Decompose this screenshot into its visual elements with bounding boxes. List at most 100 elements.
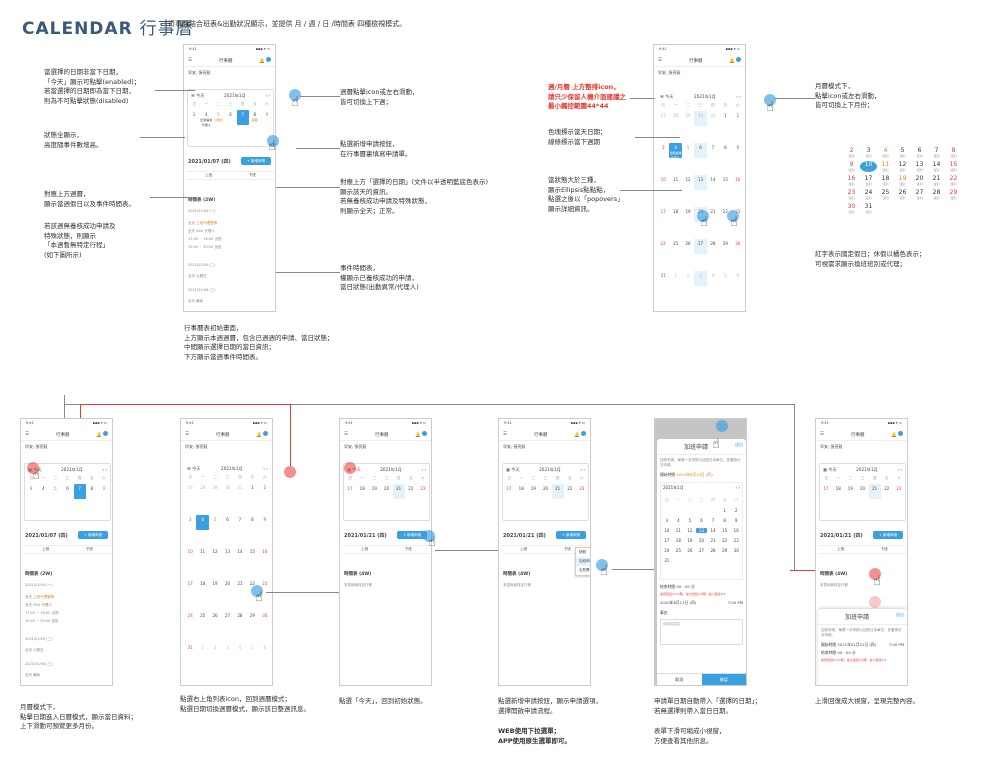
week-nav-arrows[interactable]: ‹ ›: [897, 467, 902, 472]
menu-icon[interactable]: ☰: [503, 432, 508, 437]
annotation-holiday-colors: 紅字表示國定假日；休假以橘色表示； 可視需求顯示換班班別或代理；: [815, 250, 926, 268]
annotation-today-color: 色塊標示當天日期； 線條標示當下週期: [548, 128, 607, 146]
day-cell[interactable]: 9: [265, 112, 269, 117]
notification-bell-icon[interactable]: 🔔: [415, 431, 427, 438]
week-nav-arrows[interactable]: ‹ ›: [265, 93, 270, 98]
caption-month-to-day: 月曆模式下， 點擊日期進入日曆模式，顯示當日資料； 上下滑動可預覽更多月份。: [20, 703, 137, 730]
menu-item-leave[interactable]: 請假: [579, 550, 586, 554]
start-label: 開始時間: [660, 472, 676, 477]
touch-indicator: [716, 420, 728, 432]
selected-date: 2021/01/07 (四): [188, 159, 231, 165]
touch-indicator: [697, 210, 709, 222]
menu-icon[interactable]: ☰: [188, 58, 193, 63]
calendar-icon[interactable]: ▦ 今天: [506, 466, 520, 472]
hand-pointer-icon: ☝: [712, 437, 720, 452]
menu-icon[interactable]: ☰: [25, 432, 30, 437]
annotation-touch-target: 週/月曆 上方整排icon， 請只少保留人機介面建議之 最小觸控範圍44*44: [548, 83, 626, 110]
calendar-list-icon[interactable]: ☰ 今天: [191, 92, 205, 98]
touch-indicator: [423, 530, 435, 542]
reason-textarea[interactable]: 請填寫事由: [660, 619, 743, 645]
shift-row: 上班下班: [187, 171, 274, 180]
caption-today: 點選「今天」，回到初始狀態。: [339, 697, 427, 705]
timeline-event: 全天 上班代理登等: [188, 221, 218, 225]
calendar-list-icon[interactable]: ☰ 今天: [660, 93, 674, 99]
day-cell-selected[interactable]: 7: [236, 110, 249, 125]
add-request-button[interactable]: + 新增申請: [556, 531, 586, 539]
notification-bell-icon[interactable]: 🔔: [729, 57, 741, 64]
hand-pointer-icon: ☝: [600, 564, 608, 579]
annotation-empty-week: 若該週無養核成功申請及 特殊狀態，則顯示 「本週暫無特定行程」 (如下圖所示): [44, 222, 116, 259]
notification-bell-icon[interactable]: 🔔: [96, 431, 108, 438]
cancel-button[interactable]: 取消: [657, 673, 702, 685]
menu-icon[interactable]: ☰: [344, 432, 349, 437]
status-icons: ▪▪▪ ▾ ▭: [255, 47, 270, 51]
touch-indicator: [596, 559, 608, 571]
add-request-button[interactable]: + 新增申請: [397, 531, 427, 539]
week-nav-arrows[interactable]: ‹ ›: [421, 467, 426, 472]
start-date[interactable]: 2020年8月13日 (四): [676, 472, 713, 477]
sheet-submit[interactable]: 送出: [735, 442, 743, 447]
hand-pointer-icon: ☝: [255, 590, 263, 605]
timeline-event: 17:00 ~ 18:00 出勤: [188, 237, 222, 241]
hand-pointer-icon: ☝: [428, 535, 436, 550]
timeline-event: 19:00 ~ 20:00 加班: [188, 245, 222, 249]
week-nav-arrows[interactable]: ‹ ›: [102, 467, 107, 472]
timeline-event: 全天 XXX 代理人: [188, 229, 215, 233]
annotation-week-timeline: 對應上方週曆， 顯示當週假日以及事件時間表。: [44, 190, 135, 208]
sheet-description: 加班申請，單張一次申請以加班日為單位，多筆請分次申請。: [660, 458, 741, 467]
caption-add-options: 點選新增申請按鈕，顯示申請選項， 選擇開啟申請流程。: [498, 697, 602, 715]
caption-web-app: WEB使用下拉選單； APP使用原生選單即可。: [498, 727, 572, 745]
day-cell[interactable]: 3: [192, 112, 196, 117]
month-nav-arrows[interactable]: ‹ ›: [736, 94, 741, 99]
annotation-month-switch: 月曆模式下， 點擊icon或左右滑動， 皆可切換上下月份；: [815, 82, 881, 109]
end-time-row[interactable]: 結束時間 00 : 00 分: [660, 584, 695, 589]
hand-pointer-icon: ☝: [32, 468, 40, 483]
notification-bell-icon[interactable]: 🔔: [891, 431, 903, 438]
calendar-icon[interactable]: ▦ 今天: [823, 466, 837, 472]
page-title: CALENDAR 行事曆: [22, 19, 194, 39]
touch-indicator: [344, 462, 356, 474]
day-cell[interactable]: 6: [229, 112, 232, 117]
annotation-add-request: 點選新增申請按鈕， 在行事曆裏填寫申請單。: [340, 140, 412, 158]
confirm-button[interactable]: 確認: [701, 673, 746, 685]
add-request-button[interactable]: + 新增申請: [78, 531, 108, 539]
timeline-title: 時間表 (2W): [188, 198, 216, 203]
menu-icon[interactable]: ☰: [185, 432, 190, 437]
touch-indicator: [289, 89, 301, 101]
notification-bell-icon[interactable]: 🔔: [259, 57, 271, 64]
menu-icon[interactable]: ☰: [820, 432, 825, 437]
hand-pointer-icon: ☝: [766, 100, 774, 115]
menu-item-attendance[interactable]: 出勤異常申請: [579, 568, 590, 572]
touch-indicator: [727, 210, 739, 222]
notification-bell-icon[interactable]: 🔔: [574, 431, 586, 438]
app-title: 行事曆: [218, 58, 233, 64]
add-request-button[interactable]: + 新增申請: [873, 531, 903, 539]
week-nav-arrows[interactable]: ‹ ›: [580, 467, 585, 472]
month-nav-arrows[interactable]: ‹ ›: [263, 466, 268, 471]
caption-auto-date: 申請單日期自動帶入「選擇的日期」； 若無選擇則帶入當日日期。: [654, 697, 762, 715]
menu-item-overtime[interactable]: 加班申請: [576, 557, 590, 566]
hand-pointer-icon: ☝: [700, 215, 708, 230]
overtime-sheet-mini[interactable]: 加班申請送出 加班申請，單張一次申請以加班日為單位，多筆請分次申請。 開始時間 …: [818, 609, 907, 685]
sheet-title: 加班申請: [683, 444, 708, 451]
timeline-day: 2021/01/05 (二): [188, 263, 216, 267]
notification-bell-icon[interactable]: 🔔: [256, 431, 268, 438]
user-greeting: 早安, 張亮殼: [188, 70, 211, 75]
add-request-button[interactable]: + 新增申請: [241, 157, 271, 165]
menu-icon[interactable]: ☰: [658, 58, 663, 63]
touch-indicator: [267, 135, 279, 147]
hand-pointer-icon: ☝: [730, 215, 738, 230]
touch-indicator: [251, 585, 263, 597]
calendar-list-icon[interactable]: ☰ 今天: [187, 465, 201, 471]
annotation-week-switch: 週曆點擊icon或左右滑動， 皆可切換上下週；: [340, 88, 419, 106]
timeline-empty: 本週尚無特定行程: [344, 583, 372, 587]
